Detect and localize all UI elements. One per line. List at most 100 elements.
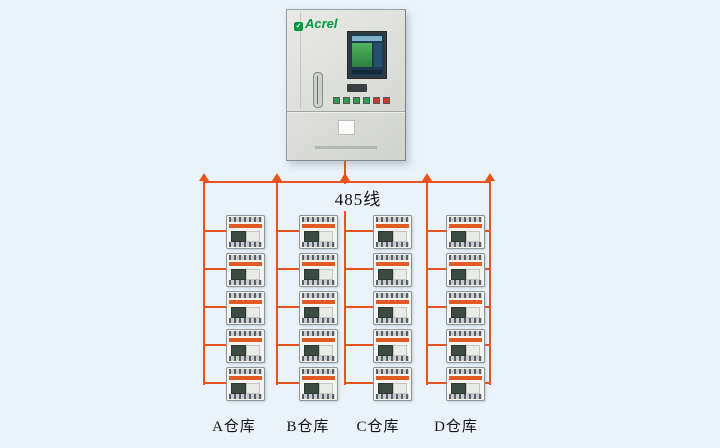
green-button [363, 97, 370, 104]
energy-meter-device [446, 329, 485, 363]
acrel-logo: ✓Acrel [294, 16, 338, 31]
meter-display [304, 345, 319, 356]
meter-top-terminals [229, 255, 262, 260]
energy-meter-device [226, 367, 265, 401]
wire-stub [204, 230, 226, 232]
meter-brand-stripe [449, 300, 482, 304]
red-button [373, 97, 380, 104]
meter-brand-stripe [229, 300, 262, 304]
meter-bottom-terminals [449, 280, 482, 285]
wire-stub [277, 382, 299, 384]
up-arrow-icon [340, 173, 350, 181]
meter-display [231, 307, 246, 318]
meter-display [231, 231, 246, 242]
wire-stub [345, 306, 373, 308]
meter-bottom-terminals [449, 394, 482, 399]
wire-stub [427, 230, 446, 232]
meter-brand-stripe [229, 262, 262, 266]
meter-label [393, 269, 407, 280]
meter-bottom-terminals [376, 394, 409, 399]
energy-meter-device [373, 329, 412, 363]
meter-brand-stripe [449, 224, 482, 228]
cabinet-gauge [313, 72, 323, 108]
energy-meter-device [299, 329, 338, 363]
bus-drop-line [203, 181, 205, 385]
energy-meter-device [299, 253, 338, 287]
meter-display [304, 307, 319, 318]
meter-top-terminals [376, 293, 409, 298]
meter-brand-stripe [302, 262, 335, 266]
meter-top-terminals [229, 293, 262, 298]
meter-bottom-terminals [302, 356, 335, 361]
up-arrow-icon [272, 173, 282, 181]
wire-stub [345, 230, 373, 232]
monitor-cabinet: ✓Acrel [286, 9, 406, 161]
meter-display [231, 269, 246, 280]
meter-label [393, 383, 407, 394]
cabinet-screen-display [350, 34, 384, 76]
wire-stub [427, 382, 446, 384]
meter-bottom-terminals [449, 242, 482, 247]
energy-meter-device [226, 215, 265, 249]
acrel-logo-mark: ✓ [294, 22, 303, 31]
meter-brand-stripe [376, 300, 409, 304]
energy-meter-device [373, 253, 412, 287]
wire-stub [485, 230, 490, 232]
meter-bottom-terminals [302, 280, 335, 285]
meter-label [466, 269, 480, 280]
meter-bottom-terminals [376, 242, 409, 247]
meter-top-terminals [449, 217, 482, 222]
meter-display [231, 345, 246, 356]
meter-brand-stripe [302, 300, 335, 304]
bus-485-label: 485线 [318, 184, 398, 211]
meter-label [246, 231, 260, 242]
meter-bottom-terminals [302, 318, 335, 323]
meter-brand-stripe [302, 224, 335, 228]
meter-display [451, 345, 466, 356]
meter-display [304, 383, 319, 394]
energy-meter-device [446, 253, 485, 287]
meter-label [393, 345, 407, 356]
green-button [353, 97, 360, 104]
energy-meter-device [373, 291, 412, 325]
meter-display [451, 231, 466, 242]
screen-side-panel [374, 43, 382, 67]
meter-top-terminals [376, 255, 409, 260]
meter-label [393, 231, 407, 242]
energy-meter-device [446, 367, 485, 401]
meter-bottom-terminals [302, 394, 335, 399]
wire-stub [345, 382, 373, 384]
meter-top-terminals [229, 331, 262, 336]
green-button [333, 97, 340, 104]
meter-display [378, 231, 393, 242]
meter-label [319, 269, 333, 280]
meter-brand-stripe [302, 338, 335, 342]
meter-display [451, 269, 466, 280]
meter-bottom-terminals [376, 280, 409, 285]
meter-display [304, 269, 319, 280]
meter-top-terminals [302, 293, 335, 298]
meter-label [466, 383, 480, 394]
bus-drop-line [344, 159, 346, 385]
meter-brand-stripe [229, 224, 262, 228]
up-arrow-icon [199, 173, 209, 181]
meter-top-terminals [449, 331, 482, 336]
up-arrow-icon [485, 173, 495, 181]
meter-brand-stripe [229, 338, 262, 342]
energy-meter-device [373, 367, 412, 401]
cabinet-screen [347, 31, 387, 79]
meter-top-terminals [302, 217, 335, 222]
meter-top-terminals [376, 369, 409, 374]
bus-485-line [203, 181, 491, 183]
meter-label [246, 269, 260, 280]
meter-bottom-terminals [229, 318, 262, 323]
meter-label [466, 231, 480, 242]
meter-label [319, 345, 333, 356]
cabinet-buttons [333, 97, 390, 104]
wire-stub [485, 344, 490, 346]
energy-meter-device [226, 329, 265, 363]
meter-label [246, 345, 260, 356]
meter-top-terminals [449, 293, 482, 298]
meter-top-terminals [229, 217, 262, 222]
